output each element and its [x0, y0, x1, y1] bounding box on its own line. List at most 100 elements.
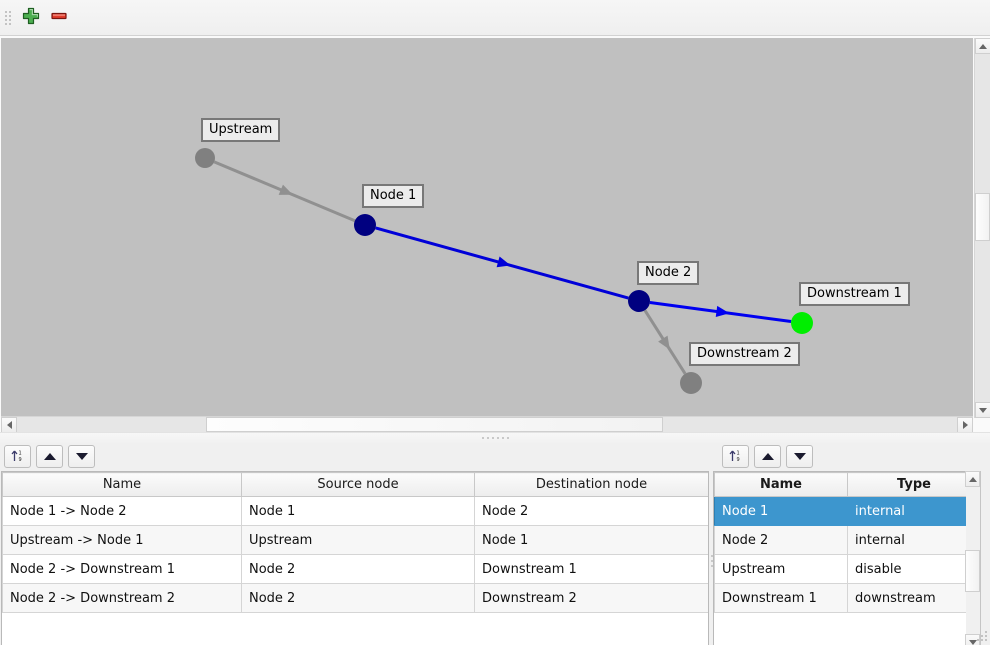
graph-node-upstream[interactable]	[195, 148, 215, 168]
nodes-vscroll-thumb[interactable]	[965, 550, 980, 592]
horizontal-splitter[interactable]	[0, 432, 990, 443]
canvas-vertical-scrollbar[interactable]	[974, 38, 990, 418]
nodes-cell-name[interactable]: Downstream 1	[714, 583, 848, 613]
edges-sort-button[interactable]: 1 9	[4, 445, 31, 468]
chevron-left-icon	[6, 421, 12, 429]
graph-node-node1[interactable]	[354, 214, 376, 236]
sort-icon: 1 9	[10, 448, 25, 466]
hscroll-thumb[interactable]	[206, 417, 663, 432]
chevron-right-icon	[962, 421, 968, 429]
edges-cell-name[interactable]: Node 2 -> Downstream 2	[2, 583, 242, 613]
edges-cell-destination-node[interactable]: Downstream 2	[474, 583, 708, 613]
nodes-table-header-row: Name Type	[714, 472, 980, 497]
nodes-sort-button[interactable]: 1 9	[722, 445, 749, 468]
nodes-vertical-scrollbar[interactable]	[965, 471, 981, 645]
canvas-horizontal-scrollbar[interactable]	[1, 416, 973, 433]
edges-table-container[interactable]: Name Source node Destination node Node 1…	[1, 471, 709, 645]
nodes-panel-toolbar: 1 9	[710, 443, 990, 470]
hscroll-left-button[interactable]	[1, 417, 17, 433]
graph-node-label-node1[interactable]: Node 1	[362, 184, 425, 208]
edges-move-up-button[interactable]	[36, 445, 63, 468]
edges-panel-toolbar: 1 9	[0, 443, 710, 470]
vscroll-down-button[interactable]	[975, 402, 990, 418]
add-node-button[interactable]	[17, 4, 45, 32]
edges-cell-destination-node[interactable]: Node 2	[474, 496, 708, 526]
nodes-cell-type[interactable]: internal	[847, 496, 980, 526]
edges-col-source[interactable]: Source node	[241, 472, 475, 497]
nodes-cell-type[interactable]: downstream	[847, 583, 980, 613]
nodes-vscroll-up-button[interactable]	[965, 471, 980, 487]
triangle-down-icon	[793, 453, 806, 460]
nodes-vscroll-down-button[interactable]	[965, 634, 980, 645]
splitter-grip-icon	[481, 437, 509, 439]
graph-node-label-node2[interactable]: Node 2	[637, 261, 700, 285]
nodes-cell-type[interactable]: disable	[847, 554, 980, 584]
graph-node-label-downstream2[interactable]: Downstream 2	[689, 342, 800, 366]
remove-node-button[interactable]	[45, 4, 73, 32]
edges-col-name[interactable]: Name	[2, 472, 242, 497]
edges-cell-name[interactable]: Upstream -> Node 1	[2, 525, 242, 555]
svg-text:1: 1	[737, 450, 740, 456]
edges-cell-destination-node[interactable]: Node 1	[474, 525, 708, 555]
edge-arrowhead-node2-downstream2	[658, 335, 670, 350]
green-plus-icon	[21, 6, 41, 29]
graph-node-downstream2[interactable]	[680, 372, 702, 394]
nodes-cell-name[interactable]: Upstream	[714, 554, 848, 584]
edges-cell-destination-node[interactable]: Downstream 1	[474, 554, 708, 584]
graph-node-downstream1[interactable]	[791, 312, 813, 334]
edge-arrowhead-upstream-node1	[278, 184, 293, 195]
nodes-move-up-button[interactable]	[754, 445, 781, 468]
window-resize-grip[interactable]	[974, 629, 988, 643]
chevron-up-icon	[979, 43, 987, 49]
edges-table: Name Source node Destination node Node 1…	[2, 472, 708, 613]
edges-cell-name[interactable]: Node 1 -> Node 2	[2, 496, 242, 526]
edges-table-header-row: Name Source node Destination node	[2, 472, 708, 497]
nodes-panel: 1 9 Name Type	[710, 443, 990, 645]
vscroll-up-button[interactable]	[975, 38, 990, 54]
edges-cell-name[interactable]: Node 2 -> Downstream 1	[2, 554, 242, 584]
edges-cell-source-node[interactable]: Upstream	[241, 525, 475, 555]
edges-cell-source-node[interactable]: Node 2	[241, 554, 475, 584]
edges-move-down-button[interactable]	[68, 445, 95, 468]
nodes-move-down-button[interactable]	[786, 445, 813, 468]
edges-cell-source-node[interactable]: Node 1	[241, 496, 475, 526]
nodes-cell-name[interactable]: Node 2	[714, 525, 848, 555]
graph-node-label-upstream[interactable]: Upstream	[201, 118, 281, 142]
chevron-down-icon	[979, 407, 987, 413]
nodes-cell-name[interactable]: Node 1	[714, 496, 848, 526]
nodes-cell-type[interactable]: internal	[847, 525, 980, 555]
triangle-down-icon	[75, 453, 88, 460]
svg-text:9: 9	[737, 457, 740, 463]
main-toolbar	[0, 0, 990, 36]
nodes-col-type[interactable]: Type	[847, 472, 980, 497]
edges-col-destination[interactable]: Destination node	[474, 472, 708, 497]
nodes-col-name[interactable]: Name	[714, 472, 848, 497]
graph-node-node2[interactable]	[628, 290, 650, 312]
vscroll-thumb[interactable]	[975, 193, 990, 241]
toolbar-drag-handle[interactable]	[3, 7, 13, 29]
nodes-panel-drag-handle[interactable]	[710, 471, 713, 645]
edges-panel: 1 9 Name Source node Destination	[0, 443, 710, 645]
svg-text:9: 9	[19, 457, 22, 463]
svg-text:1: 1	[19, 450, 22, 456]
sort-icon: 1 9	[728, 448, 743, 466]
edges-cell-source-node[interactable]: Node 2	[241, 583, 475, 613]
chevron-up-icon	[968, 476, 977, 482]
hscroll-right-button[interactable]	[957, 417, 973, 433]
graph-node-label-downstream1[interactable]: Downstream 1	[799, 282, 910, 306]
